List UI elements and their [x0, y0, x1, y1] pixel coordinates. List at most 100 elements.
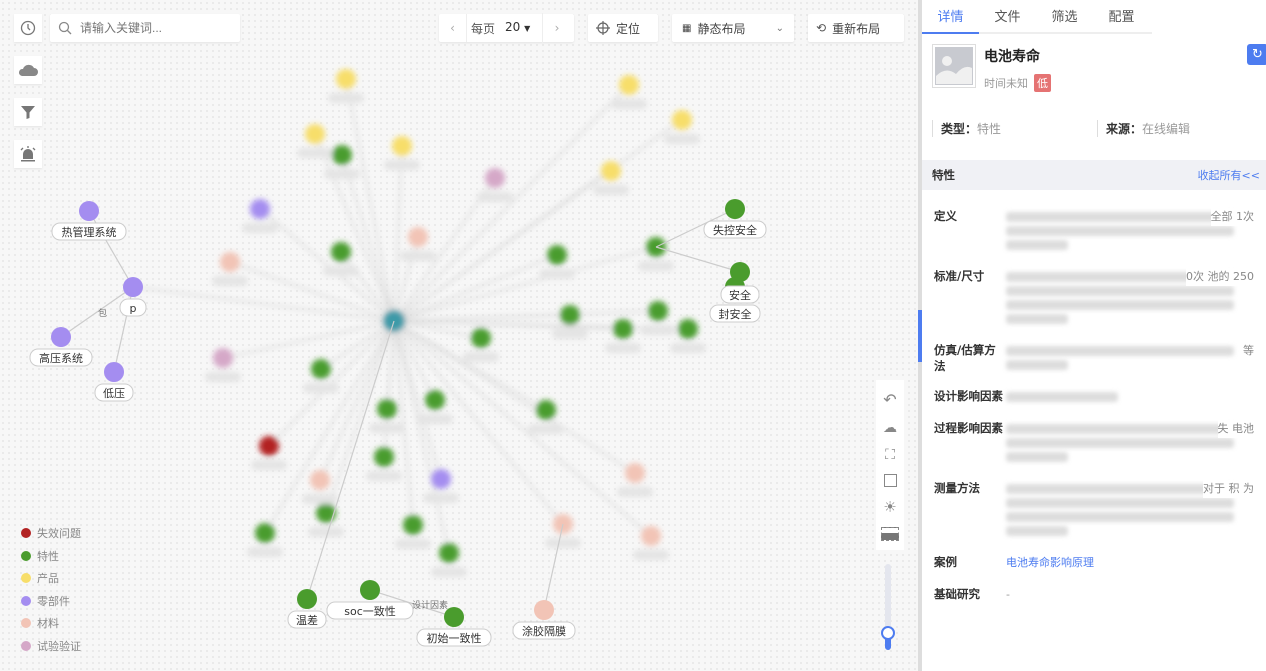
case-link[interactable]: 电池寿命影响原理: [1006, 556, 1094, 569]
graph-node[interactable]: [444, 607, 464, 627]
cloud-button[interactable]: [14, 56, 42, 84]
graph-node[interactable]: [425, 390, 445, 410]
blurred-node-label: [431, 567, 467, 577]
graph-node[interactable]: [534, 600, 554, 620]
graph-node[interactable]: [374, 447, 394, 467]
graph-node-label-pill[interactable]: soc一致性: [326, 601, 414, 620]
graph-node[interactable]: [485, 168, 505, 188]
graph-node[interactable]: [471, 328, 491, 348]
graph-node[interactable]: [547, 245, 567, 265]
fullscreen-icon[interactable]: ⛶: [885, 446, 895, 463]
zoom-slider-handle[interactable]: [881, 626, 895, 640]
field-text-fragment: 等: [1243, 342, 1254, 360]
node-label: 低压: [103, 387, 125, 400]
graph-node-label-pill[interactable]: 热管理系统: [51, 222, 127, 241]
node-label: 初始一致性: [427, 631, 482, 645]
graph-node[interactable]: [310, 470, 330, 490]
knowledge-graph[interactable]: 热管理系统p高压系统低压失控安全安全封安全温差soc一致性初始一致性涂胶隔膜包设…: [0, 0, 918, 671]
image-export-icon[interactable]: [881, 526, 899, 541]
tab-1[interactable]: 文件: [994, 10, 1021, 25]
filter-button[interactable]: [14, 98, 42, 126]
graph-node[interactable]: [79, 201, 99, 221]
per-page-select[interactable]: 20 ▼: [495, 13, 544, 43]
graph-node[interactable]: [536, 400, 556, 420]
legend-item[interactable]: 特性: [21, 548, 59, 564]
graph-node-label-pill[interactable]: 初始一致性: [416, 628, 492, 647]
node-label: 温差: [296, 613, 318, 627]
square-icon[interactable]: [883, 473, 897, 487]
graph-node[interactable]: [331, 242, 351, 262]
search-input[interactable]: [80, 21, 230, 35]
graph-node-label-pill[interactable]: 高压系统: [29, 348, 93, 367]
graph-node[interactable]: [560, 305, 580, 325]
graph-edge: [88, 210, 134, 288]
tab-0[interactable]: 详情: [922, 0, 979, 34]
prev-page-button[interactable]: ‹: [439, 14, 467, 42]
graph-node[interactable]: [439, 543, 459, 563]
graph-node[interactable]: [641, 526, 661, 546]
legend-item[interactable]: 失效问题: [21, 525, 81, 541]
layout-select[interactable]: ▦ 静态布局 ⌄: [672, 14, 794, 42]
graph-node-label-pill[interactable]: 温差: [287, 610, 327, 629]
tab-2[interactable]: 筛选: [1051, 10, 1078, 25]
legend-item[interactable]: 产品: [21, 570, 59, 586]
graph-node[interactable]: [403, 515, 423, 535]
collapse-all-link[interactable]: 收起所有<<: [1197, 169, 1260, 182]
graph-node[interactable]: [332, 145, 352, 165]
graph-node[interactable]: [250, 199, 270, 219]
graph-node[interactable]: [104, 362, 124, 382]
graph-node[interactable]: [392, 136, 412, 156]
relayout-button[interactable]: ⟲ 重新布局: [808, 14, 904, 42]
zoom-slider[interactable]: [881, 564, 895, 650]
graph-node[interactable]: [431, 469, 451, 489]
graph-node[interactable]: [255, 523, 275, 543]
graph-node[interactable]: [213, 348, 233, 368]
node-label: soc一致性: [344, 604, 396, 618]
graph-node[interactable]: [408, 227, 428, 247]
graph-node[interactable]: [619, 75, 639, 95]
graph-node[interactable]: [123, 277, 143, 297]
graph-node[interactable]: [259, 436, 279, 456]
graph-node[interactable]: [601, 161, 621, 181]
graph-node[interactable]: [311, 359, 331, 379]
legend-item[interactable]: 零部件: [21, 593, 70, 609]
graph-node[interactable]: [625, 463, 645, 483]
graph-node[interactable]: [297, 589, 317, 609]
history-button[interactable]: [14, 14, 42, 42]
graph-node[interactable]: [360, 580, 380, 600]
blurred-node-label: [463, 352, 499, 362]
graph-node[interactable]: [377, 399, 397, 419]
graph-node[interactable]: [316, 503, 336, 523]
panel-resize-handle[interactable]: [918, 310, 923, 362]
graph-node[interactable]: [305, 124, 325, 144]
tab-3[interactable]: 配置: [1108, 10, 1135, 25]
graph-node-label-pill[interactable]: 涂胶隔膜: [512, 621, 576, 640]
legend-item[interactable]: 材料: [21, 615, 59, 631]
graph-node[interactable]: [613, 319, 633, 339]
refresh-button[interactable]: ↻: [1247, 44, 1266, 65]
graph-node-label-pill[interactable]: 低压: [94, 383, 134, 402]
legend-color-dot: [21, 618, 31, 628]
graph-node[interactable]: [51, 327, 71, 347]
edge-label: 设计因素: [412, 599, 448, 611]
locate-button[interactable]: 定位: [588, 14, 658, 42]
graph-node[interactable]: [672, 110, 692, 130]
cloud-download-icon[interactable]: ☁: [883, 419, 897, 436]
graph-node-label-pill[interactable]: 封安全: [709, 304, 761, 323]
graph-node[interactable]: [336, 69, 356, 89]
graph-node[interactable]: [678, 319, 698, 339]
graph-node-label-pill[interactable]: p: [119, 298, 147, 317]
graph-node-label-pill[interactable]: 失控安全: [703, 220, 767, 239]
graph-node[interactable]: [725, 199, 745, 219]
undo-icon[interactable]: ↶: [883, 389, 897, 409]
graph-node-label-pill[interactable]: 安全: [720, 285, 760, 304]
clock-icon: [20, 20, 36, 36]
search-box[interactable]: [50, 14, 240, 42]
alarm-button[interactable]: [14, 140, 42, 168]
next-page-button[interactable]: ›: [554, 21, 560, 35]
legend-item[interactable]: 试验验证: [21, 638, 81, 654]
graph-node[interactable]: [648, 301, 668, 321]
brightness-icon[interactable]: ☀: [883, 497, 897, 516]
graph-node[interactable]: [220, 252, 240, 272]
